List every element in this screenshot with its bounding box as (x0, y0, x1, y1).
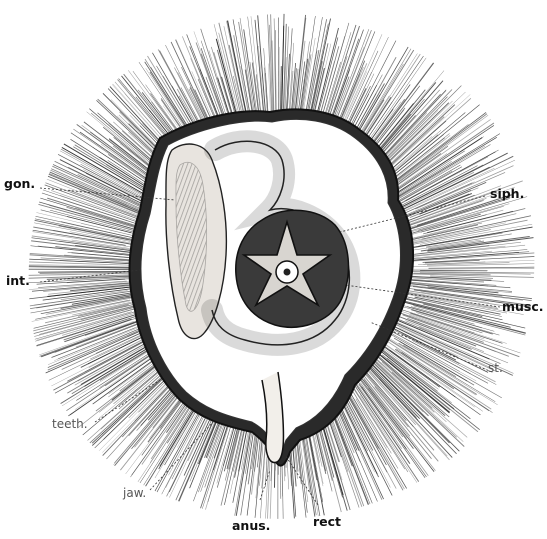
label-jaw: jaw. (123, 487, 146, 499)
label-intestine: int. (6, 275, 30, 288)
spine-line (391, 151, 526, 216)
label-gonad: gon. (4, 178, 35, 191)
label-teeth: teeth. (52, 418, 88, 430)
spine-line (47, 198, 149, 230)
label-muscle: musc. (502, 301, 544, 314)
spine-line (429, 267, 547, 268)
mouth-dot (284, 269, 291, 276)
label-stomach: st. (488, 362, 503, 374)
label-siphon: siph. (490, 188, 524, 201)
label-rectum: rect (313, 516, 341, 529)
label-anus: anus. (232, 520, 270, 533)
